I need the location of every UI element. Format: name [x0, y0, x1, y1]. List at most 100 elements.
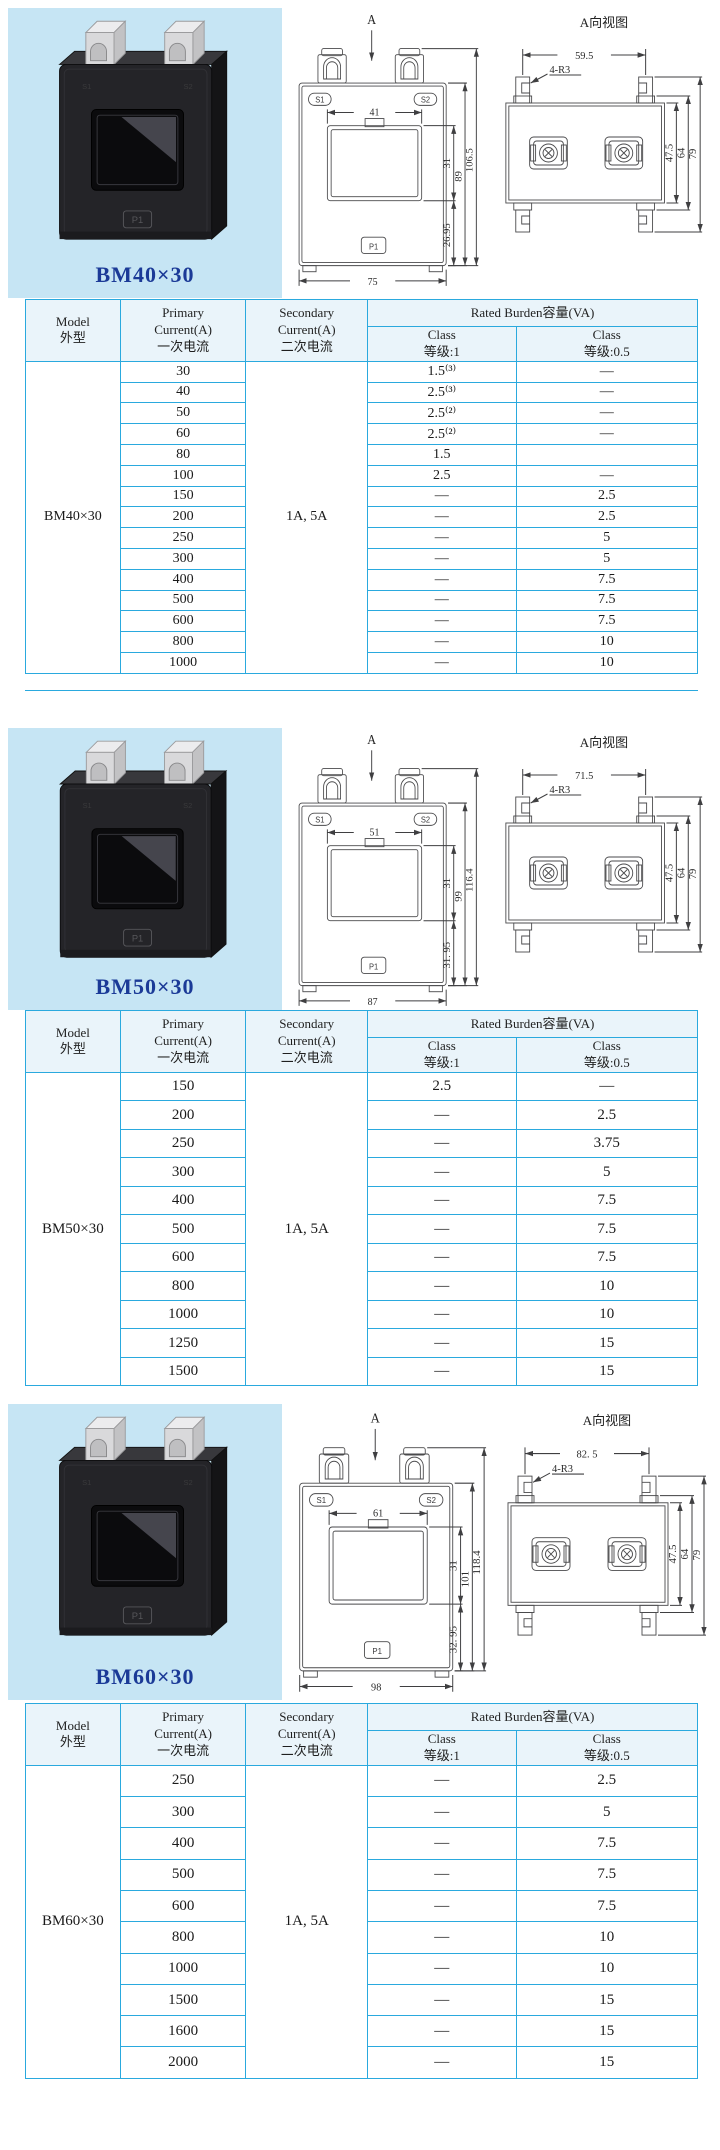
front-view-drawing: A S1 S2	[298, 13, 479, 288]
screw-terminal-icon	[604, 136, 644, 170]
svg-text:106.5: 106.5	[465, 148, 476, 172]
dim-top-width: 82. 5	[524, 1447, 650, 1475]
screw-terminal-icon	[607, 1537, 647, 1571]
product-photo-drawing: S1 S2 P1	[58, 20, 228, 241]
primary-current-cell: 1000	[119, 1299, 247, 1330]
primary-current-cell: 250	[119, 1128, 247, 1159]
primary-current-cell: 1250	[119, 1328, 247, 1358]
secondary-current-cell: 1A, 5A	[245, 1071, 369, 1387]
table-row: 1600—15	[26, 2015, 699, 2048]
hole-note: 4-R3	[530, 65, 582, 84]
class1-burden-cell: —	[367, 1100, 517, 1130]
table-row: 600—7.5	[26, 1242, 699, 1273]
svg-text:47.5: 47.5	[664, 144, 675, 162]
primary-current-cell: 150	[119, 1071, 247, 1102]
side-view-bm40x30: A向视图	[490, 12, 718, 268]
class1-burden-cell: —	[367, 1271, 517, 1301]
window-opening	[91, 109, 184, 191]
class05-burden-cell: 7.5	[515, 568, 699, 591]
product-photo-bm50x30: S1 S2 P1 BM50×30	[8, 728, 282, 1010]
class05-burden-cell: 5	[515, 1796, 699, 1829]
class1-burden-cell: —	[367, 547, 517, 570]
primary-current-cell: 150	[119, 485, 247, 508]
table-row: 1500—15	[26, 1356, 699, 1387]
table-row: 300—5	[26, 547, 699, 570]
class1-burden-cell: —	[367, 1242, 517, 1273]
col-header-burden: Rated Burden容量(VA)	[367, 1703, 698, 1731]
class1-burden-cell: 2.5	[367, 1071, 517, 1102]
class1-burden-cell: 2.5⁽³⁾	[367, 381, 517, 404]
screw-terminal-icon	[529, 136, 568, 170]
class1-burden-cell: 2.5	[367, 464, 517, 487]
s1-s2-markings: S1 S2	[308, 812, 438, 826]
side-view-drawing: 82. 5 4-R3 47.5 64 79	[507, 1447, 707, 1636]
s2-marking: S2	[183, 801, 192, 810]
class05-burden-cell: 2.5	[515, 485, 699, 508]
class1-burden-cell: —	[367, 1764, 517, 1798]
svg-text:31: 31	[449, 1560, 460, 1571]
terminal-icon	[163, 20, 206, 66]
window-opening	[91, 1505, 184, 1587]
body-outline	[507, 1502, 669, 1606]
svg-text:59.5: 59.5	[575, 51, 593, 62]
table-row: 800—10	[26, 1921, 699, 1954]
dim-top-width: 59.5	[522, 49, 647, 75]
svg-text:47.5: 47.5	[664, 864, 675, 882]
side-view-title: A向视图	[582, 1413, 632, 1428]
class05-burden-cell: 15	[515, 1328, 699, 1358]
view-a-arrow: A	[367, 13, 377, 61]
primary-current-cell: 300	[119, 1157, 247, 1187]
dim-bottom-offset: 32. 95	[449, 1604, 464, 1672]
mounting-foot-icon	[513, 76, 656, 233]
primary-current-cell: 1500	[119, 1983, 247, 2017]
class1-burden-cell: —	[367, 1157, 517, 1187]
svg-text:79: 79	[688, 869, 699, 879]
primary-current-cell: 600	[119, 1889, 247, 1923]
primary-current-cell: 600	[119, 1242, 247, 1273]
s1-marking: S1	[82, 82, 91, 91]
svg-text:99: 99	[454, 891, 465, 902]
class1-burden-cell: 2.5⁽²⁾	[367, 402, 517, 425]
primary-current-cell: 500	[119, 1214, 247, 1244]
svg-text:87: 87	[368, 997, 378, 1008]
svg-text:P1: P1	[372, 1647, 382, 1656]
class1-burden-cell: —	[367, 631, 517, 653]
body-outline	[299, 1482, 454, 1678]
screw-terminal-icon	[604, 856, 644, 890]
dim-total-width: 87	[298, 989, 447, 1008]
svg-text:64: 64	[676, 867, 687, 878]
hole-note: 4-R3	[532, 1464, 584, 1483]
body-outline	[505, 102, 665, 204]
svg-text:75: 75	[368, 277, 378, 288]
class1-burden-cell: —	[367, 1921, 517, 1954]
terminal-icon	[317, 768, 347, 804]
class1-burden-cell: —	[367, 1952, 517, 1985]
class05-burden-cell: 10	[515, 651, 699, 674]
svg-text:4-R3: 4-R3	[549, 785, 570, 796]
svg-text:118.4: 118.4	[472, 1550, 483, 1575]
dim-window-height: 31	[423, 845, 457, 922]
class05-burden-cell: 2.5	[515, 506, 699, 529]
svg-text:51: 51	[370, 827, 380, 838]
primary-current-cell: 800	[119, 1921, 247, 1954]
svg-text:101: 101	[461, 1571, 472, 1587]
dim-bottom-offset: 31. 95	[442, 920, 457, 987]
table-row: 200—2.5	[26, 1100, 699, 1130]
class05-burden-cell: 7.5	[515, 1214, 699, 1244]
class1-burden-cell: —	[367, 527, 517, 549]
dim-mid-height: 64	[656, 95, 691, 211]
terminal-icon	[85, 740, 127, 786]
svg-text:47.5: 47.5	[668, 1545, 679, 1564]
table-row: 1000—10	[26, 1952, 699, 1985]
primary-current-cell: 1000	[119, 1952, 247, 1985]
col-header-burden: Rated Burden容量(VA)	[367, 299, 698, 327]
